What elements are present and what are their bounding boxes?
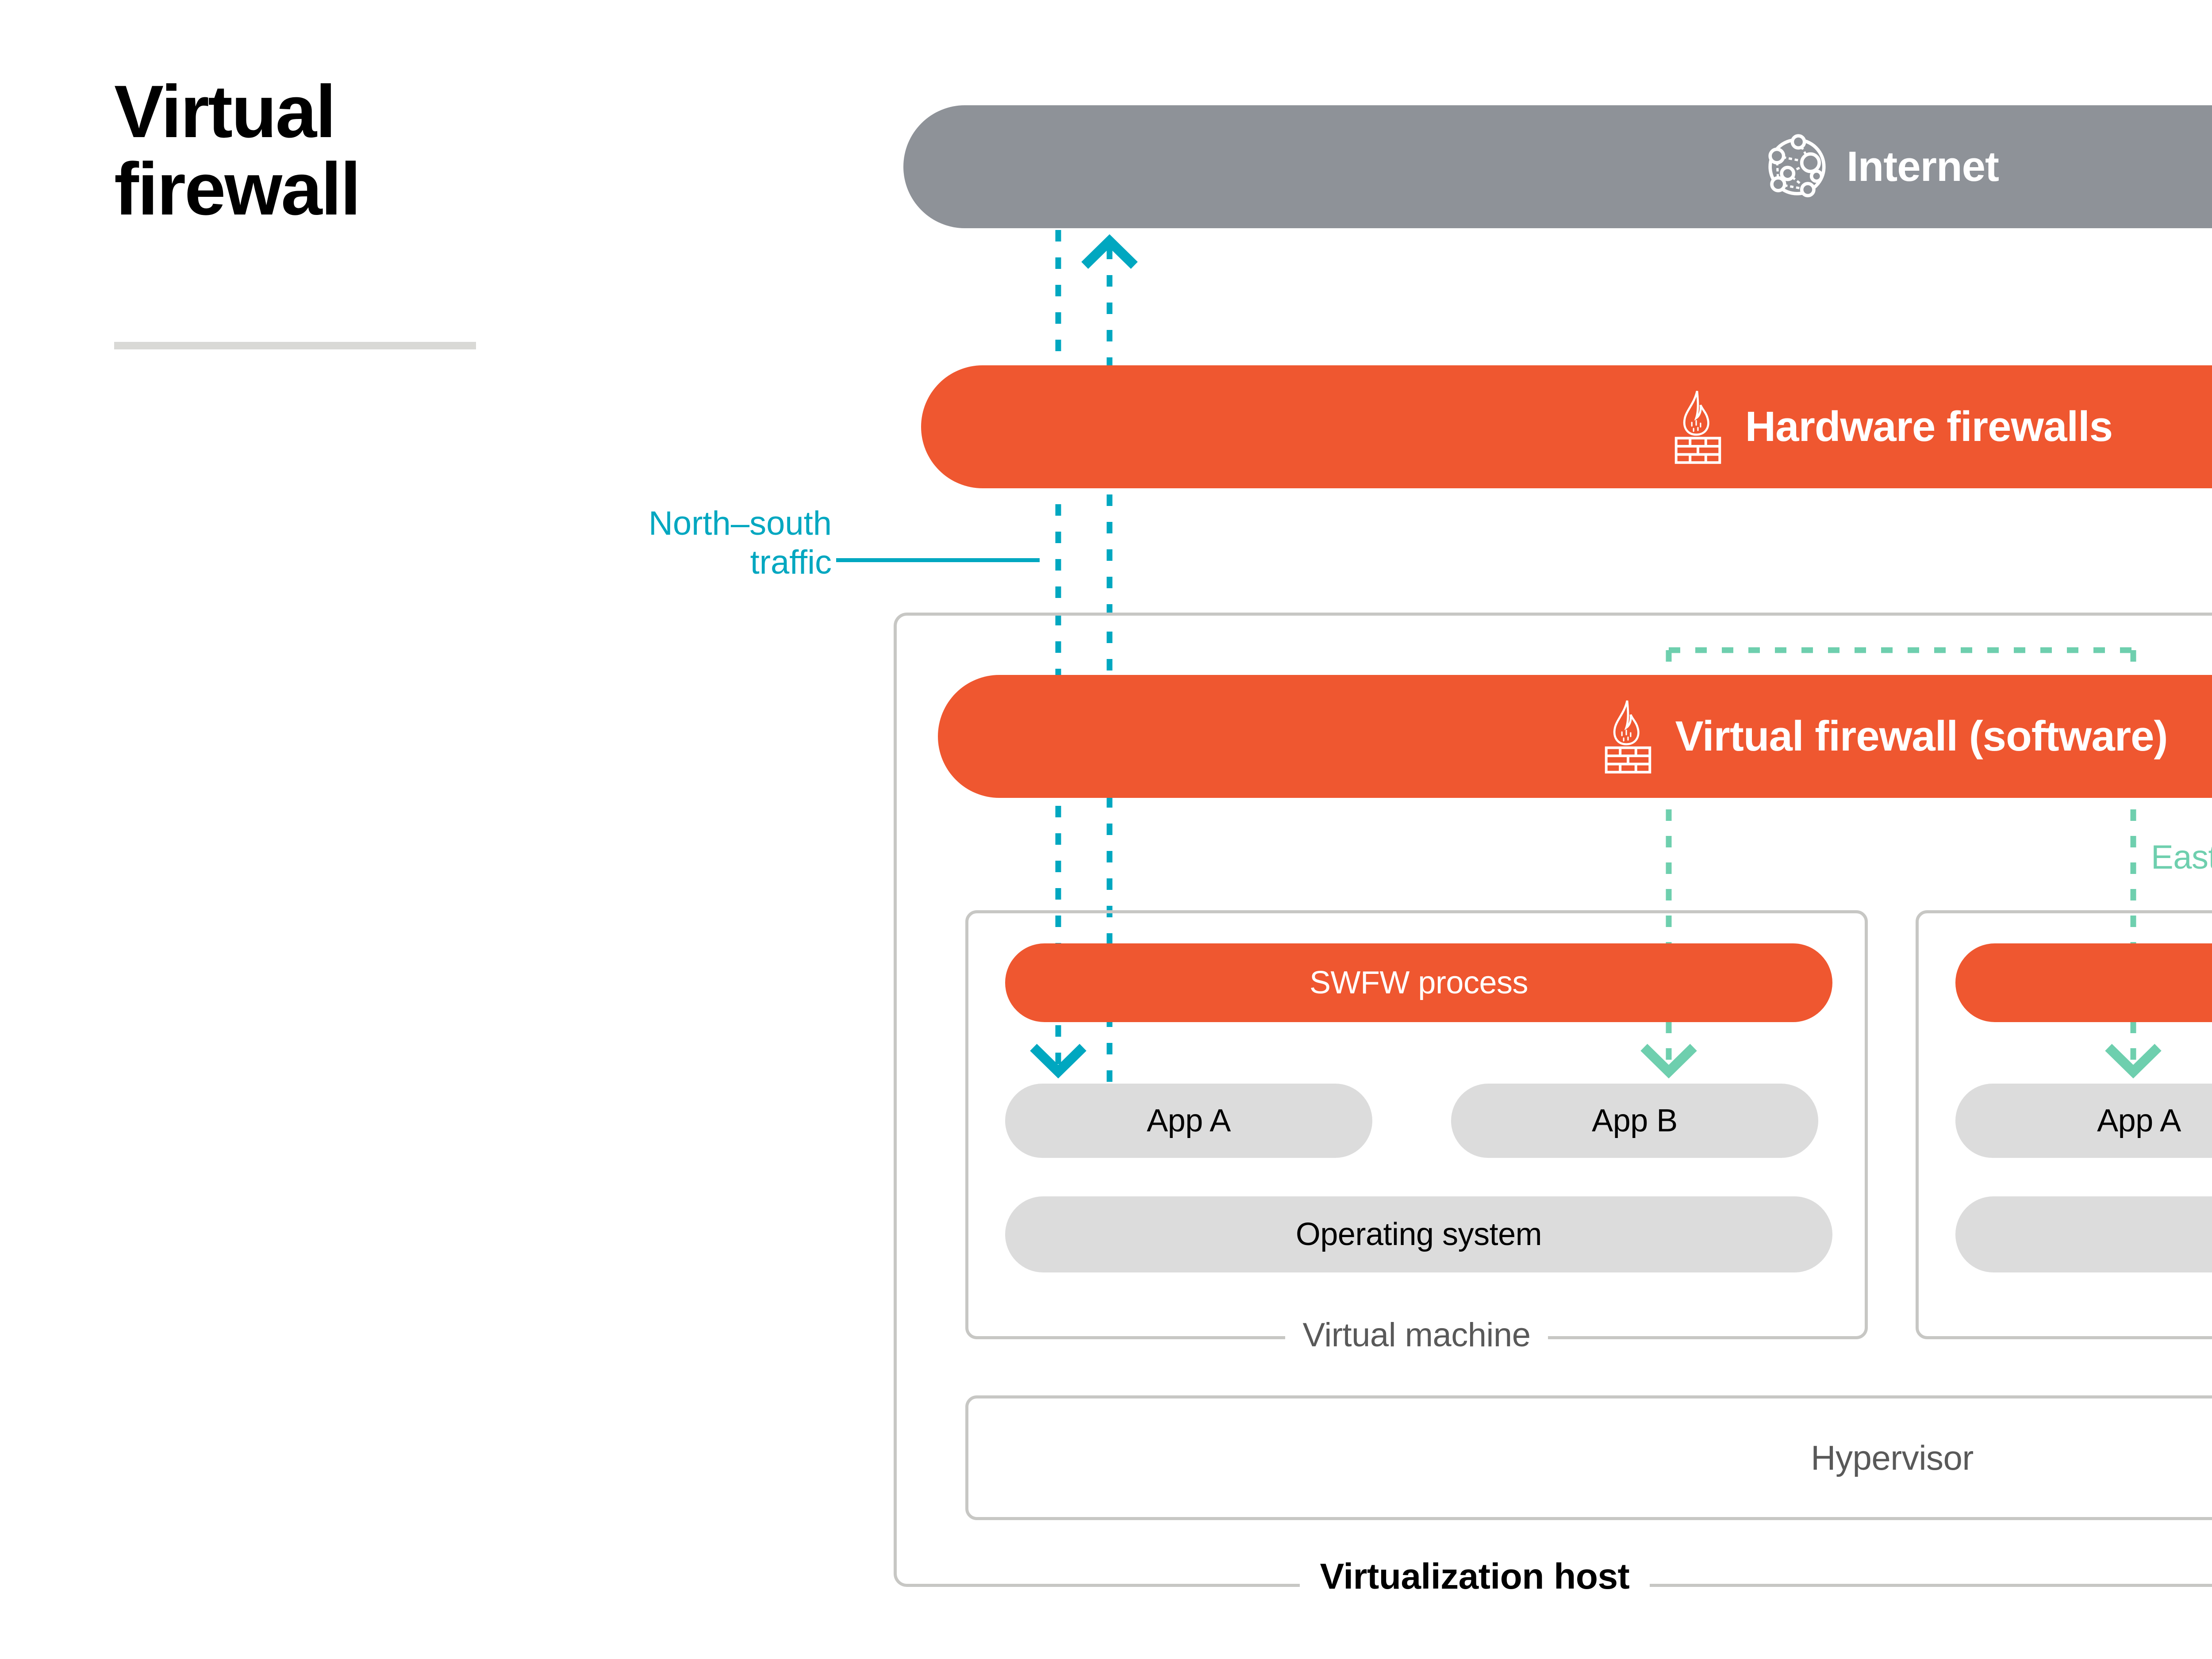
hardware-firewalls-label: Hardware firewalls: [1745, 403, 2113, 450]
operating-system-left[interactable]: Operating system: [1005, 1196, 1832, 1272]
hardware-firewalls-bar[interactable]: Hardware firewalls: [921, 365, 2212, 488]
app-label: App A: [2097, 1103, 2181, 1138]
virtual-machine-label-left: Virtual machine: [965, 1316, 1868, 1354]
firewall-icon: [1674, 391, 1721, 464]
virtual-machine-label-right: Virtual machine: [1916, 1316, 2212, 1354]
internet-bar[interactable]: Internet: [903, 105, 2212, 228]
app-a-right[interactable]: App A: [1955, 1084, 2212, 1158]
page-title: Virtual firewall: [114, 70, 361, 230]
internet-label: Internet: [1846, 143, 1999, 190]
app-a-left[interactable]: App A: [1005, 1084, 1372, 1158]
swfw-process-label: SWFW process: [1309, 965, 1528, 1000]
app-label: App A: [1147, 1103, 1231, 1138]
operating-system-label: Operating system: [1295, 1217, 1542, 1252]
virtualization-host-label: Virtualization host: [0, 1556, 2212, 1598]
hypervisor-label: Hypervisor: [1811, 1438, 1974, 1477]
title-block: Virtual firewall: [114, 70, 557, 349]
north-south-traffic-label: North–south traffic: [648, 505, 832, 582]
north-south-leader-line: [836, 558, 1040, 562]
hypervisor-box[interactable]: Hypervisor: [965, 1395, 2212, 1520]
virtual-firewall-label: Virtual firewall (software): [1675, 713, 2168, 760]
virtual-firewall-bar[interactable]: Virtual firewall (software): [938, 675, 2212, 798]
network-globe-icon: [1768, 134, 1826, 198]
swfw-process-left[interactable]: SWFW process: [1005, 943, 1832, 1022]
virtual-machine-label-text: Virtual machine: [1285, 1316, 1548, 1354]
east-west-traffic-label: East-west traffic: [2151, 839, 2212, 876]
operating-system-right[interactable]: Operating system: [1955, 1196, 2212, 1272]
app-label: App B: [1592, 1103, 1678, 1138]
swfw-process-right[interactable]: SWFW process: [1955, 943, 2212, 1022]
firewall-icon: [1605, 700, 1651, 774]
title-underline-rule: [114, 342, 476, 349]
virtualization-host-label-text: Virtualization host: [1299, 1556, 1650, 1597]
north-south-up-arrowhead: [1081, 234, 1138, 269]
app-b-left[interactable]: App B: [1451, 1084, 1818, 1158]
virtual-machine-box-right: [1916, 910, 2212, 1339]
